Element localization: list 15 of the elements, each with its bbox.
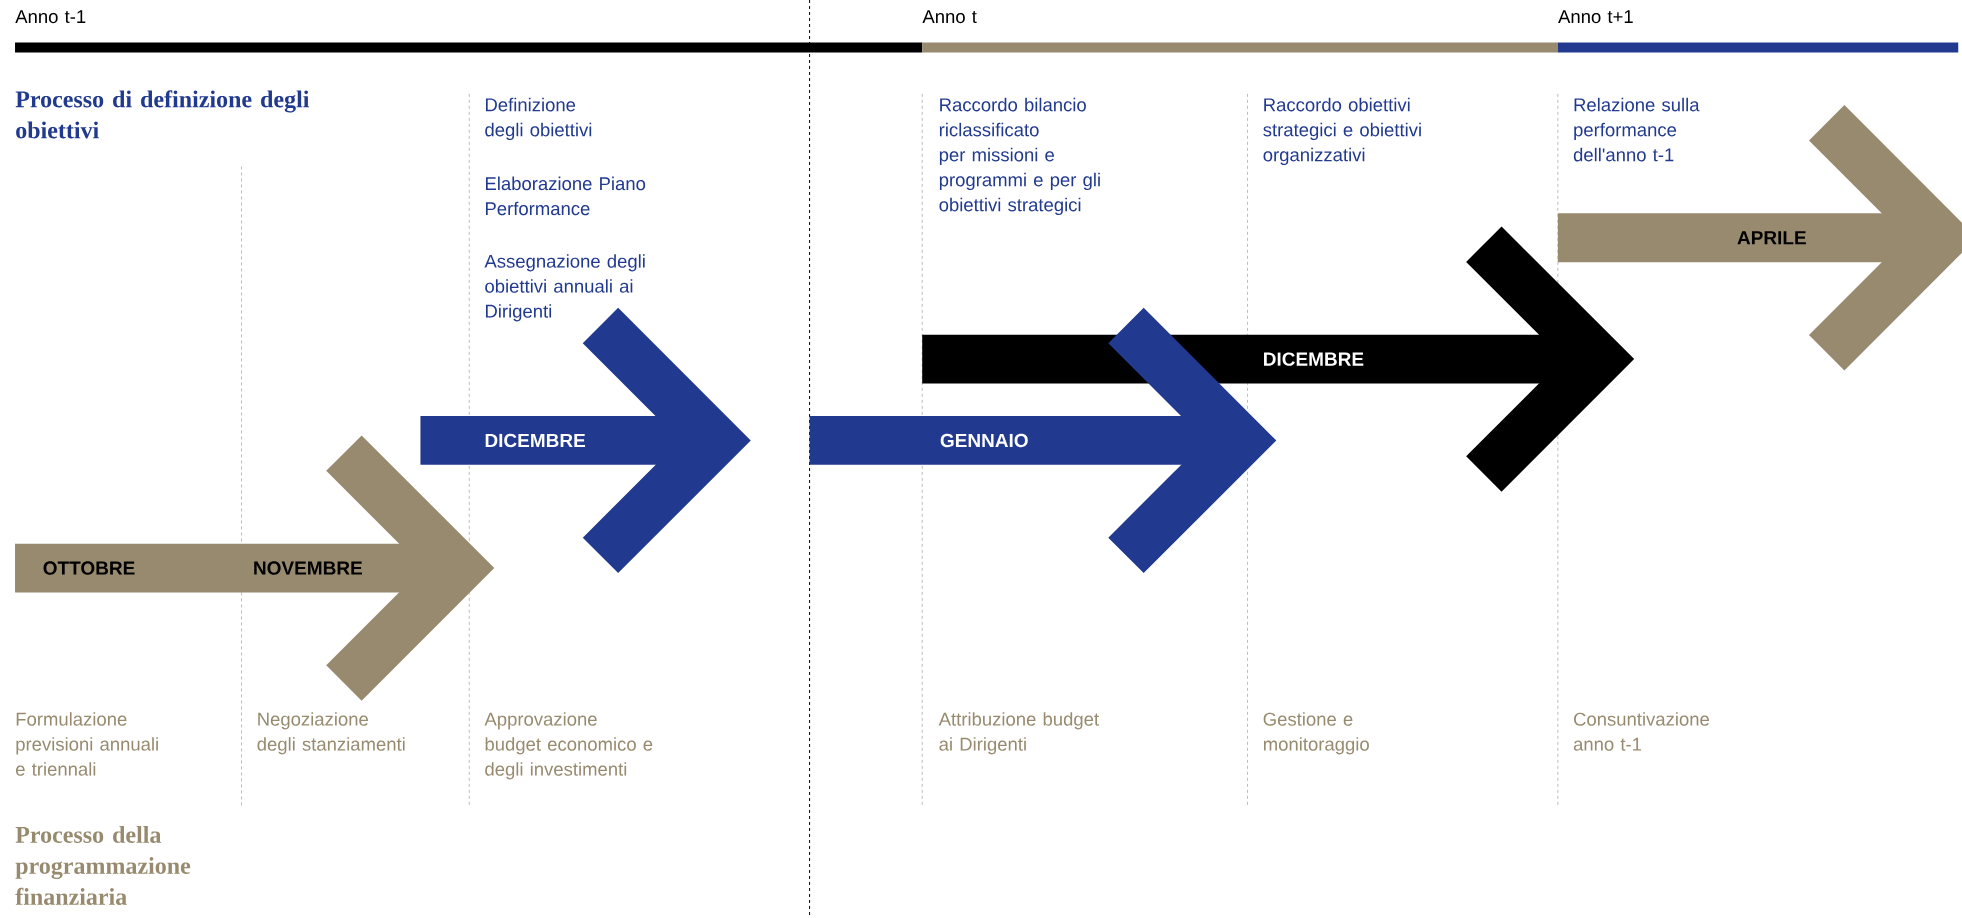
node-label: OTTOBRE xyxy=(43,561,135,575)
year-label: Anno t xyxy=(922,10,977,23)
step-description: Definizione degli obiettivi xyxy=(485,97,592,140)
step-description: Attribuzione budget ai Dirigenti xyxy=(938,711,1099,755)
section-heading: Processo della programmazione finanziaria xyxy=(15,825,191,905)
step-description: Consuntivazione anno t-1 xyxy=(1573,711,1709,751)
year-label: Anno t-1 xyxy=(15,10,86,23)
node-label: APRILE xyxy=(1737,231,1806,245)
step-description: Approvazione budget economico e degli investimenti xyxy=(484,711,653,780)
node-label: GENNAIO xyxy=(940,433,1028,447)
step-description: Elaborazione Piano Performance xyxy=(485,176,646,215)
step-description: Gestione e monitoraggio xyxy=(1263,711,1369,755)
year-label: Anno t+1 xyxy=(1558,10,1633,23)
section-heading: Processo di definizione degli obiettivi xyxy=(15,90,310,139)
step-description: Raccordo obiettivi strategici e obiettivi organizzativi xyxy=(1263,97,1421,165)
